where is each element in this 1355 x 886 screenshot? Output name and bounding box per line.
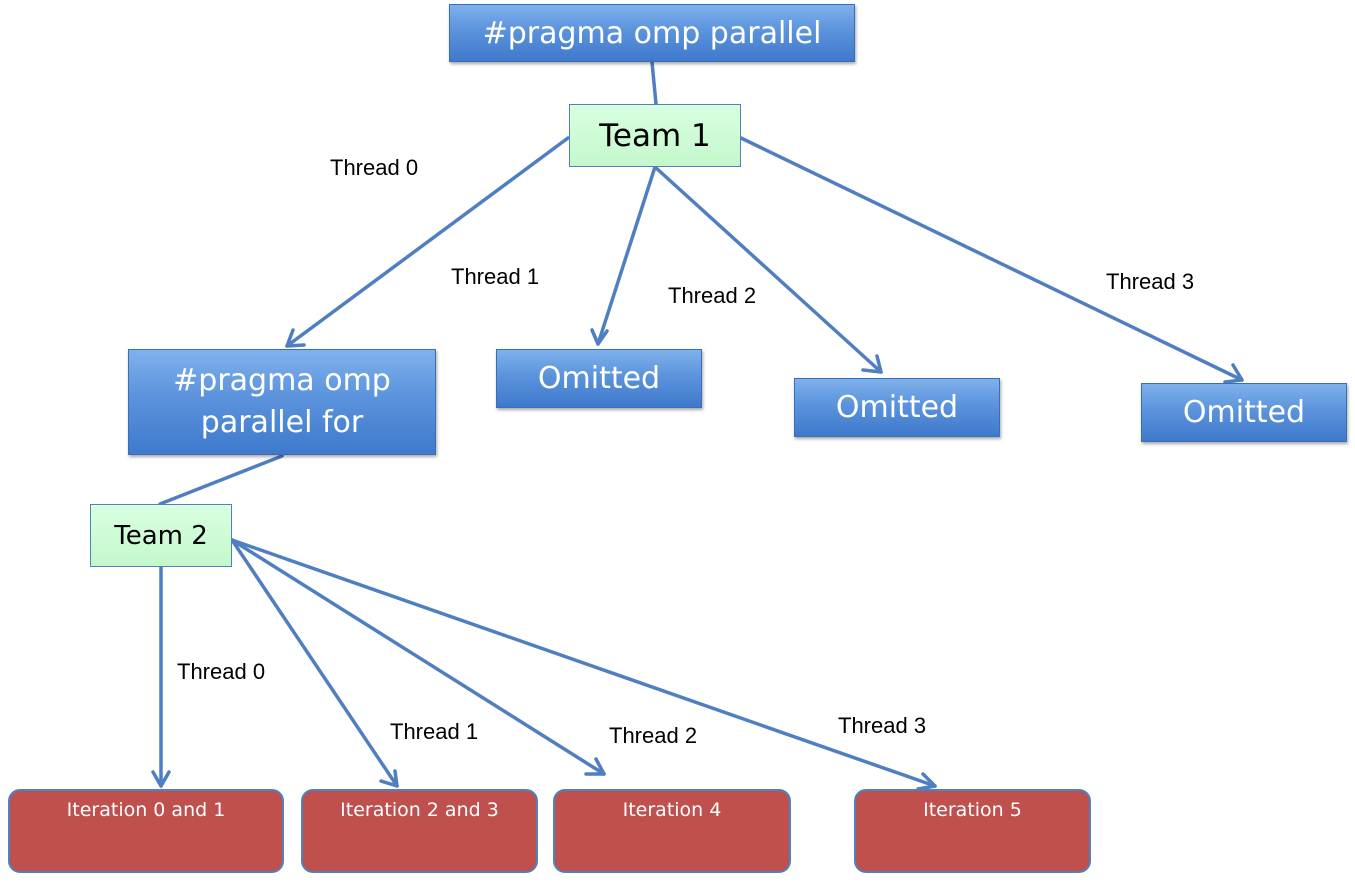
team2-thread0-label: Thread 0 xyxy=(177,659,266,684)
edge-team2-thread0 xyxy=(151,565,171,788)
team2-node: Team 2 xyxy=(90,504,232,567)
omitted-label-2: Omitted xyxy=(835,390,959,425)
pragma-omp-parallel-label: #pragma omp parallel xyxy=(482,15,822,51)
omitted-node-3: Omitted xyxy=(1141,383,1347,442)
iteration-0-1-label: Iteration 0 and 1 xyxy=(66,799,226,821)
team2-thread1-label: Thread 1 xyxy=(390,719,479,744)
connector-pragma-to-team1 xyxy=(650,60,658,106)
omitted-label-1: Omitted xyxy=(537,361,661,396)
iteration-4-label: Iteration 4 xyxy=(622,799,722,821)
edge-team1-thread3 xyxy=(739,136,1244,384)
pragma-omp-parallel-node: #pragma omp parallel xyxy=(449,4,855,62)
edge-team1-thread1 xyxy=(590,165,657,346)
omitted-node-2: Omitted xyxy=(794,378,1000,437)
team1-thread2-label: Thread 2 xyxy=(668,283,757,308)
iteration-5-label: Iteration 5 xyxy=(923,799,1022,821)
pragma-omp-parallel-for-node: #pragma omp parallel for xyxy=(128,349,436,455)
iteration-0-1-node: Iteration 0 and 1 xyxy=(8,789,284,873)
team1-node: Team 1 xyxy=(569,104,741,167)
omitted-node-1: Omitted xyxy=(496,349,702,408)
pragma-parallel-for-line2: parallel for xyxy=(200,405,364,440)
team2-thread2-label: Thread 2 xyxy=(609,723,698,748)
edge-team2-thread3 xyxy=(230,538,937,791)
team1-thread3-label: Thread 3 xyxy=(1106,269,1195,294)
connector-pragmafor-to-team2 xyxy=(158,454,284,506)
team1-label: Team 1 xyxy=(599,117,711,154)
edge-team2-thread1 xyxy=(230,538,399,788)
team2-label: Team 2 xyxy=(114,520,208,551)
iteration-2-3-node: Iteration 2 and 3 xyxy=(301,789,538,873)
edge-team2-thread2 xyxy=(230,538,606,776)
pragma-parallel-for-line1: #pragma omp xyxy=(173,363,391,398)
iteration-2-3-label: Iteration 2 and 3 xyxy=(340,799,499,821)
team1-thread1-label: Thread 1 xyxy=(451,264,540,289)
team1-thread0-label: Thread 0 xyxy=(330,155,419,180)
edge-team1-thread2 xyxy=(653,165,883,374)
edge-team1-thread0 xyxy=(285,136,570,348)
iteration-5-node: Iteration 5 xyxy=(854,789,1091,873)
team2-thread3-label: Thread 3 xyxy=(838,713,927,738)
iteration-4-node: Iteration 4 xyxy=(553,789,791,873)
omitted-label-3: Omitted xyxy=(1182,395,1306,430)
